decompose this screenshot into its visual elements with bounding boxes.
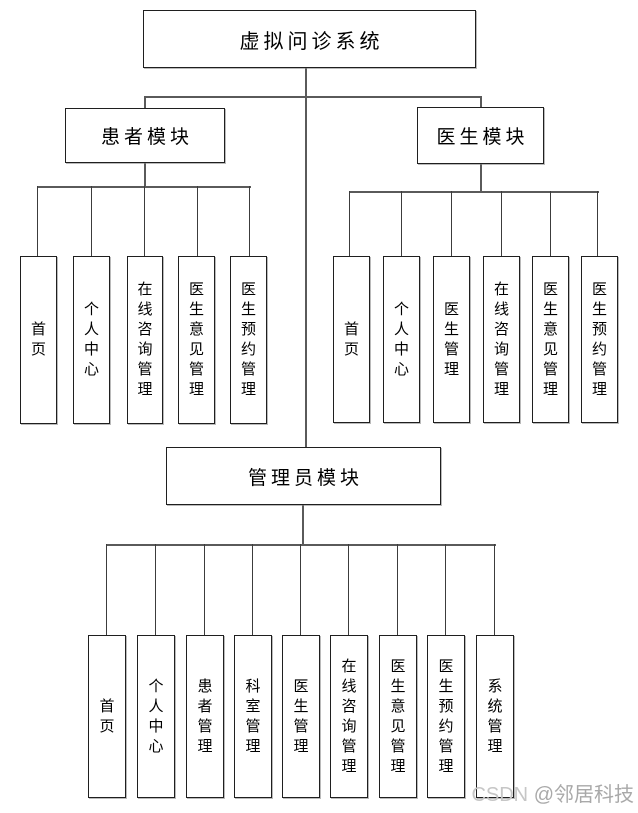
leaf-node-label: 医生意见管理 xyxy=(390,658,406,775)
connector-admin-drop-4 xyxy=(252,544,253,635)
connector-patient-top-stem xyxy=(144,96,146,108)
leaf-node-admin-doctor-mgmt: 医生管理 xyxy=(282,635,320,798)
leaf-node-admin-department-mgmt: 科室管理 xyxy=(234,635,272,798)
connector-admin-drop-7 xyxy=(397,544,398,635)
leaf-node-admin-personal-center: 个人中心 xyxy=(137,635,175,798)
connector-admin-drop-1 xyxy=(106,544,107,635)
connector-admin-drop-9 xyxy=(494,544,495,635)
leaf-node-label: 科室管理 xyxy=(245,678,261,755)
connector-level2-bus xyxy=(144,96,482,98)
root-node: 虚拟问诊系统 xyxy=(143,10,476,68)
leaf-node-label: 医生预约管理 xyxy=(438,658,454,775)
leaf-node-patient-doctor-opinion-mgmt: 医生意见管理 xyxy=(178,256,215,424)
connector-doctor-drop-3 xyxy=(451,191,452,256)
leaf-node-label: 在线咨询管理 xyxy=(137,282,153,398)
leaf-node-label: 医生预约管理 xyxy=(240,282,256,398)
module-node-admin-label: 管理员模块 xyxy=(247,467,363,489)
connector-patient-drop-2 xyxy=(91,186,92,256)
leaf-node-label: 首页 xyxy=(343,321,359,358)
connector-doctor-drop-6 xyxy=(597,191,598,256)
connector-doctor-stem xyxy=(480,164,482,193)
connector-patient-drop-4 xyxy=(197,186,198,256)
watermark: CSDN @邻居科技 xyxy=(471,778,634,807)
connector-patient-drop-5 xyxy=(249,186,250,256)
leaf-node-label: 个人中心 xyxy=(83,302,99,378)
leaf-node-label: 医生预约管理 xyxy=(591,281,607,398)
leaf-node-doctor-doctor-opinion-mgmt: 医生意见管理 xyxy=(532,256,569,423)
connector-doctor-bus xyxy=(349,191,599,193)
connector-admin-drop-3 xyxy=(204,544,205,635)
leaf-node-doctor-personal-center: 个人中心 xyxy=(383,256,420,423)
leaf-node-label: 个人中心 xyxy=(148,678,164,755)
connector-doctor-top-stem xyxy=(480,96,482,107)
module-node-patient: 患者模块 xyxy=(65,108,225,163)
leaf-node-admin-online-consult-mgmt: 在线咨询管理 xyxy=(330,635,368,798)
leaf-node-label: 系统管理 xyxy=(487,678,503,755)
leaf-node-patient-doctor-appointment-mgmt: 医生预约管理 xyxy=(230,256,267,424)
module-node-patient-label: 患者模块 xyxy=(100,127,193,148)
leaf-node-patient-online-consult-mgmt: 在线咨询管理 xyxy=(127,256,163,424)
connector-patient-drop-3 xyxy=(144,186,145,256)
module-node-admin: 管理员模块 xyxy=(166,447,441,505)
leaf-node-label: 首页 xyxy=(99,698,115,735)
leaf-node-admin-system-mgmt: 系统管理 xyxy=(476,635,514,798)
leaf-node-doctor-online-consult-mgmt: 在线咨询管理 xyxy=(483,256,520,423)
leaf-node-admin-home: 首页 xyxy=(88,635,126,798)
connector-doctor-drop-5 xyxy=(550,191,551,256)
leaf-node-label: 医生意见管理 xyxy=(188,282,204,398)
leaf-node-doctor-home: 首页 xyxy=(333,256,370,423)
connector-doctor-drop-1 xyxy=(349,191,350,256)
module-node-doctor: 医生模块 xyxy=(417,107,544,164)
leaf-node-admin-doctor-opinion-mgmt: 医生意见管理 xyxy=(379,635,417,798)
connector-doctor-drop-4 xyxy=(501,191,502,256)
connector-doctor-drop-2 xyxy=(401,191,402,256)
connector-admin-drop-5 xyxy=(300,544,301,635)
root-node-label: 虚拟问诊系统 xyxy=(239,30,384,53)
leaf-node-label: 在线咨询管理 xyxy=(341,658,357,775)
leaf-node-label: 首页 xyxy=(30,322,46,358)
leaf-node-patient-home: 首页 xyxy=(20,256,57,424)
watermark-name: @邻居科技 xyxy=(533,784,634,806)
connector-admin-bus xyxy=(106,544,496,546)
connector-admin-stem xyxy=(302,505,304,546)
connector-patient-drop-1 xyxy=(37,186,38,256)
leaf-node-label: 医生管理 xyxy=(293,678,309,755)
connector-admin-drop-2 xyxy=(155,544,156,635)
leaf-node-admin-patient-mgmt: 患者管理 xyxy=(186,635,224,798)
connector-trunk xyxy=(305,68,307,447)
watermark-prefix: CSDN xyxy=(471,784,534,806)
leaf-node-label: 患者管理 xyxy=(197,678,213,755)
leaf-node-patient-personal-center: 个人中心 xyxy=(73,256,110,424)
leaf-node-admin-doctor-appointment-mgmt: 医生预约管理 xyxy=(427,635,465,798)
leaf-node-doctor-doctor-appointment-mgmt: 医生预约管理 xyxy=(581,256,618,423)
leaf-node-label: 个人中心 xyxy=(393,301,409,378)
module-node-doctor-label: 医生模块 xyxy=(436,127,529,148)
leaf-node-doctor-doctor-mgmt: 医生管理 xyxy=(433,256,470,423)
connector-admin-drop-8 xyxy=(445,544,446,635)
connector-patient-stem xyxy=(144,163,146,187)
connector-admin-drop-6 xyxy=(348,544,349,635)
leaf-node-label: 在线咨询管理 xyxy=(493,281,509,398)
leaf-node-label: 医生管理 xyxy=(443,301,459,378)
leaf-node-label: 医生意见管理 xyxy=(542,281,558,398)
